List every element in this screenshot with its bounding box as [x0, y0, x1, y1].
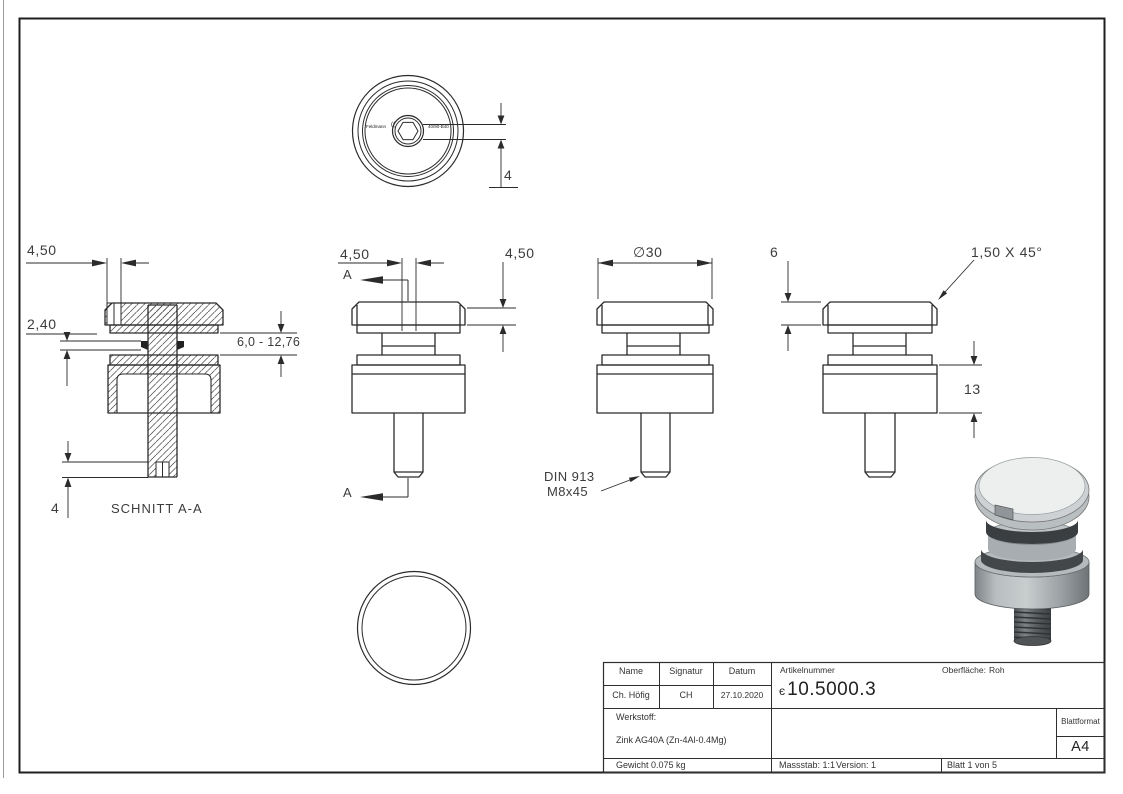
drawing-date: 27.10.2020: [720, 690, 764, 700]
front-view: [351, 301, 466, 478]
version: Version: 1: [836, 760, 877, 770]
dim-diameter: ∅30: [633, 244, 663, 260]
format-label: Blattformat: [1061, 717, 1100, 726]
top-view-dim-4: [423, 103, 518, 188]
article-label: Artikelnummer: [780, 665, 835, 675]
weight: Gewicht 0.075 kg: [616, 760, 686, 770]
dim-chamfer: 1,50 X 45°: [971, 244, 1043, 260]
cast-marking-left: Feldmann: [366, 124, 387, 129]
section-dim-gasket: [26, 332, 141, 386]
render-3d: [974, 457, 1090, 646]
author-initials: CH: [679, 690, 693, 700]
dim-bottom: 4: [51, 500, 60, 516]
cast-mold-mark: ((: [391, 122, 395, 128]
format-value: A4: [1071, 739, 1090, 755]
cast-marking-right: 40/90-B40: [428, 124, 449, 129]
section-letter-top: A: [343, 267, 353, 282]
author-name: Ch. Höfig: [612, 690, 650, 700]
front-view-dim-slot: [338, 258, 444, 331]
thread-note-line1: DIN 913: [544, 469, 595, 484]
signature-label: Signatur: [669, 666, 703, 676]
dim-socket-width: 4: [504, 167, 513, 183]
bottom-view: [356, 570, 472, 686]
surface-label: Oberfläche:: [942, 665, 986, 675]
diameter-dim: [597, 258, 713, 299]
name-label: Name: [618, 666, 643, 676]
dim-glass-range: 6,0 - 12,76: [237, 335, 301, 349]
dim-gasket: 2,40: [27, 316, 57, 332]
thread-note-line2: M8x45: [547, 484, 589, 499]
top-view: [351, 74, 465, 188]
article-prefix-glyph: є: [779, 684, 786, 698]
thread-note-leader: [600, 476, 640, 492]
dim-slot-width-section: 4,50: [27, 242, 57, 258]
dim-lower-height: 13: [964, 381, 981, 397]
side-dim-lower-height: [939, 341, 982, 438]
render-notch: [994, 504, 1014, 521]
section-view: [104, 302, 224, 478]
dim-cap-front: 4,50: [505, 245, 535, 261]
section-cut-line: [360, 276, 409, 501]
material-label: Werkstoff:: [616, 712, 657, 722]
side-view: [822, 301, 938, 478]
section-dim-bottom: [62, 441, 148, 518]
dim-cap-height: 6: [770, 244, 779, 260]
section-label: SCHNITT A-A: [111, 501, 203, 516]
side-dim-cap-height: [781, 261, 821, 351]
surface-value: Roh: [989, 665, 1005, 675]
title-block-grid: [602, 661, 1106, 774]
date-label: Datum: [728, 666, 756, 676]
sheet-counter: Blatt 1 von 5: [947, 760, 998, 770]
sheet-frame: [3, 0, 1106, 778]
front-view-dim-cap: [467, 262, 516, 352]
section-dim-glass-range: [220, 311, 297, 377]
diameter-view: [596, 301, 714, 478]
section-letter-bottom: A: [343, 485, 353, 500]
chamfer-leader: [938, 259, 975, 300]
material-value: Zink AG40A (Zn-4Al-0.4Mg): [616, 735, 727, 745]
section-dim-slot: [26, 258, 149, 303]
dim-slot-width-front: 4,50: [340, 246, 370, 262]
scale: Massstab: 1:1: [779, 760, 836, 770]
